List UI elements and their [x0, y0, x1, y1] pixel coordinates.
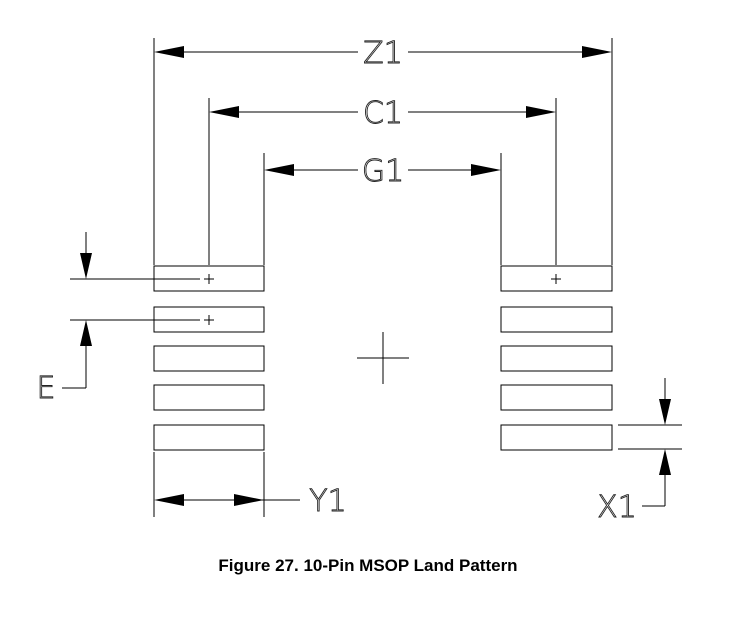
- pad-1-center-mark: [204, 274, 214, 284]
- pad-10-center-mark: [551, 274, 561, 284]
- y1-dimension: Y1: [153, 452, 347, 519]
- y1-arrow-left: [154, 494, 184, 506]
- x1-arrow-top: [659, 399, 671, 425]
- g1-dimension: G1: [263, 153, 502, 265]
- g1-arrow-right: [471, 164, 501, 176]
- pad-4: [153, 384, 265, 411]
- x1-label: X1: [597, 490, 637, 525]
- c1-arrow-left: [209, 106, 239, 118]
- land-pattern-drawing: Z1 C1 G1: [36, 36, 682, 525]
- y1-label: Y1: [309, 484, 346, 519]
- e-arrow-bottom: [80, 320, 92, 346]
- right-pad-row: [500, 265, 613, 451]
- c1-dimension: C1: [208, 96, 557, 265]
- pad-3: [153, 345, 265, 372]
- package-center-crosshair: [357, 332, 409, 384]
- pad-6: [500, 424, 613, 451]
- pad-9: [500, 306, 613, 333]
- x1-arrow-bottom: [659, 449, 671, 475]
- pad-8: [500, 345, 613, 372]
- e-label: E: [37, 371, 56, 406]
- pad-2-center-mark: [204, 315, 214, 325]
- g1-arrow-left: [264, 164, 294, 176]
- c1-label: C1: [363, 96, 403, 131]
- pad-10: [500, 265, 613, 292]
- pad-5: [153, 424, 265, 451]
- y1-arrow-right: [234, 494, 264, 506]
- z1-label: Z1: [363, 36, 403, 71]
- e-arrow-top: [80, 253, 92, 279]
- e-dimension: E: [36, 232, 200, 406]
- c1-arrow-right: [526, 106, 556, 118]
- pad-7: [500, 384, 613, 411]
- g1-label: G1: [362, 154, 404, 189]
- z1-dimension: Z1: [153, 36, 613, 265]
- z1-arrow-right: [582, 46, 612, 58]
- z1-arrow-left: [154, 46, 184, 58]
- left-pad-row: [153, 265, 265, 451]
- figure-caption: Figure 27. 10-Pin MSOP Land Pattern: [218, 556, 518, 575]
- x1-dimension: X1: [597, 378, 682, 525]
